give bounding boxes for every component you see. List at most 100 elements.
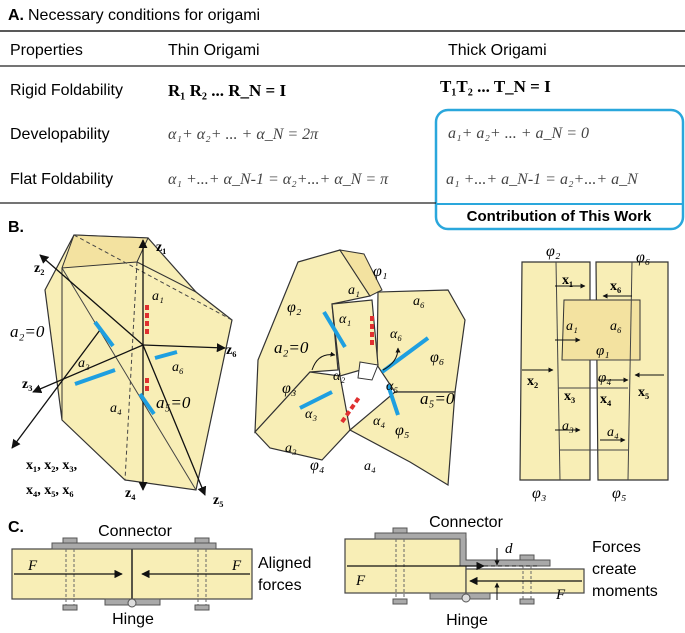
c-right-caption-1: Forces — [592, 539, 641, 556]
axis-z2 — [39, 254, 144, 346]
row-flat-thick: a₁ +...+ a_N-1 = a₂+...+ a_N — [446, 171, 639, 188]
label-phi5: φ₅ — [395, 422, 409, 439]
b-left-edge — [136, 261, 197, 293]
c-left-hinge-label: Hinge — [112, 611, 154, 628]
bolt-nut — [62, 604, 78, 611]
label-phi1: φ₁ — [373, 263, 387, 280]
label-r-x5: x₅ — [638, 385, 649, 400]
label-phi3: φ₃ — [282, 380, 296, 397]
c-right-force-label: F — [555, 587, 566, 603]
c-right-caption-2: create — [592, 561, 637, 578]
panel-b-letter: B. — [8, 219, 24, 236]
c-left-force-label: F — [27, 558, 38, 574]
label-r-phi1: φ₁ — [596, 343, 610, 359]
label-r-phi5: φ₅ — [612, 485, 626, 502]
blue-fold-line — [93, 320, 115, 348]
label-z5: z₅ — [213, 493, 223, 508]
axis-z3 — [32, 344, 144, 393]
label-a2-eq: a₂=0 — [10, 322, 45, 341]
c-right-offset-label: d — [505, 541, 513, 557]
c-left-connector-label: Connector — [98, 523, 172, 540]
row-develop-thin: α₁+ α₂+ ... + α_N = 2π — [168, 126, 319, 143]
bolt-head — [194, 537, 210, 544]
panel-a-title: Necessary conditions for origami — [28, 7, 260, 24]
angle-arc — [311, 351, 336, 371]
row-flat-label: Flat Foldability — [10, 171, 113, 188]
header-thin: Thin Origami — [168, 42, 260, 59]
c-left-force-label: F — [231, 558, 242, 574]
b-left-crease — [61, 267, 197, 491]
label-a4: a₄ — [110, 401, 122, 416]
row-flat-thin: α₁ +...+ α_N-1 = α₂+...+ α_N = π — [168, 171, 389, 188]
row-develop-thick: a₁+ a₂+ ... + a_N = 0 — [448, 125, 589, 142]
label-z6: z₆ — [226, 343, 236, 358]
axis-z6 — [142, 343, 226, 353]
blue-fold-line — [299, 390, 333, 410]
label-r-x6: x₆ — [610, 279, 621, 294]
axis-z5 — [142, 344, 207, 496]
label-phi4: φ₄ — [310, 457, 324, 474]
bolt-head — [62, 537, 78, 544]
label-mid-a3: a₃ — [285, 441, 297, 456]
bolt-nut — [519, 598, 535, 605]
label-z2: z₂ — [34, 261, 44, 276]
label-a5-eq: a₅=0 — [156, 393, 191, 412]
label-phi6: φ₆ — [430, 349, 444, 366]
panel-a: A. Necessary conditions for origami Prop… — [0, 7, 685, 231]
label-z4: z₄ — [125, 486, 136, 501]
axis-extra — [11, 329, 101, 449]
b-left-vertex-model: z₁ z₂ z₃ z₄ z₅ z₆ a₁ a₂=0 a₃ a₄ a₅=0 a₆ … — [10, 234, 236, 508]
contribution-box — [434, 108, 685, 231]
bolt-nut — [194, 604, 210, 611]
panel-c-letter: C. — [8, 519, 24, 536]
label-alpha3: α₃ — [305, 407, 317, 422]
label-a1: a₁ — [152, 289, 164, 304]
label-alpha4: α₄ — [373, 414, 385, 429]
panel-top-edge — [338, 249, 383, 297]
label-a6: a₆ — [172, 360, 184, 375]
row-rigid-thick: T₁T₂ ... T_N = I — [440, 77, 551, 96]
label-a3: a₃ — [78, 356, 90, 371]
label-r-x2: x₂ — [527, 374, 538, 389]
bolt-nut — [392, 598, 408, 605]
bolt-head — [392, 527, 408, 534]
b-middle-unfolded-model: φ₁ φ₂ φ₃ φ₄ φ₅ φ₆ a₁ α₁ α₂ α₃ α₄ α₅ α₆ a… — [254, 249, 466, 487]
blue-fold-line — [154, 350, 178, 360]
label-r-a4: a₄ — [607, 425, 619, 440]
label-r-phi4: φ₄ — [598, 370, 612, 386]
blue-fold-line — [322, 310, 347, 349]
angle-arc — [382, 347, 401, 371]
x-list-line-1: x₁, x₂, x₃, — [26, 458, 77, 473]
c-right-offset-joint: Connector d F F Hinge Forces create mome… — [344, 514, 658, 629]
panel-bottom-right — [348, 391, 456, 487]
label-r-phi6: φ₆ — [636, 249, 650, 266]
c-right-connector-plate — [374, 532, 551, 567]
label-alpha5: α₅ — [386, 379, 398, 394]
panel-a-letter: A. — [8, 7, 24, 24]
header-thick: Thick Origami — [448, 42, 547, 59]
label-mid-a5-eq: a₅=0 — [420, 389, 455, 408]
label-mid-a6: a₆ — [413, 294, 425, 309]
label-mid-a1: a₁ — [348, 283, 360, 298]
c-left-hinge-pin — [127, 598, 137, 608]
c-right-force-label: F — [355, 573, 366, 589]
c-left-aligned-joint: Connector F F Hinge Aligned forces — [11, 523, 311, 628]
label-z1: z₁ — [156, 240, 166, 255]
label-r-phi2: φ₂ — [546, 243, 561, 260]
strip-left — [519, 261, 591, 481]
blue-fold-line — [74, 368, 116, 386]
b-left-crease-hidden — [124, 261, 138, 481]
blue-fold-line — [386, 384, 400, 416]
c-right-connector-label: Connector — [429, 514, 503, 531]
c-left-caption-1: Aligned — [258, 555, 311, 572]
label-r-x3: x₃ — [564, 389, 575, 404]
blue-fold-line — [380, 336, 430, 374]
row-rigid-thin: R₁ R₂ ... R_N = I — [168, 81, 286, 100]
label-alpha2: α₂ — [333, 369, 345, 384]
center-hole — [357, 361, 379, 381]
label-z3: z₃ — [22, 377, 32, 392]
label-r-a1: a₁ — [566, 319, 578, 334]
contribution-label: Contribution of This Work — [467, 208, 652, 225]
b-left-crease-hidden — [73, 234, 233, 321]
